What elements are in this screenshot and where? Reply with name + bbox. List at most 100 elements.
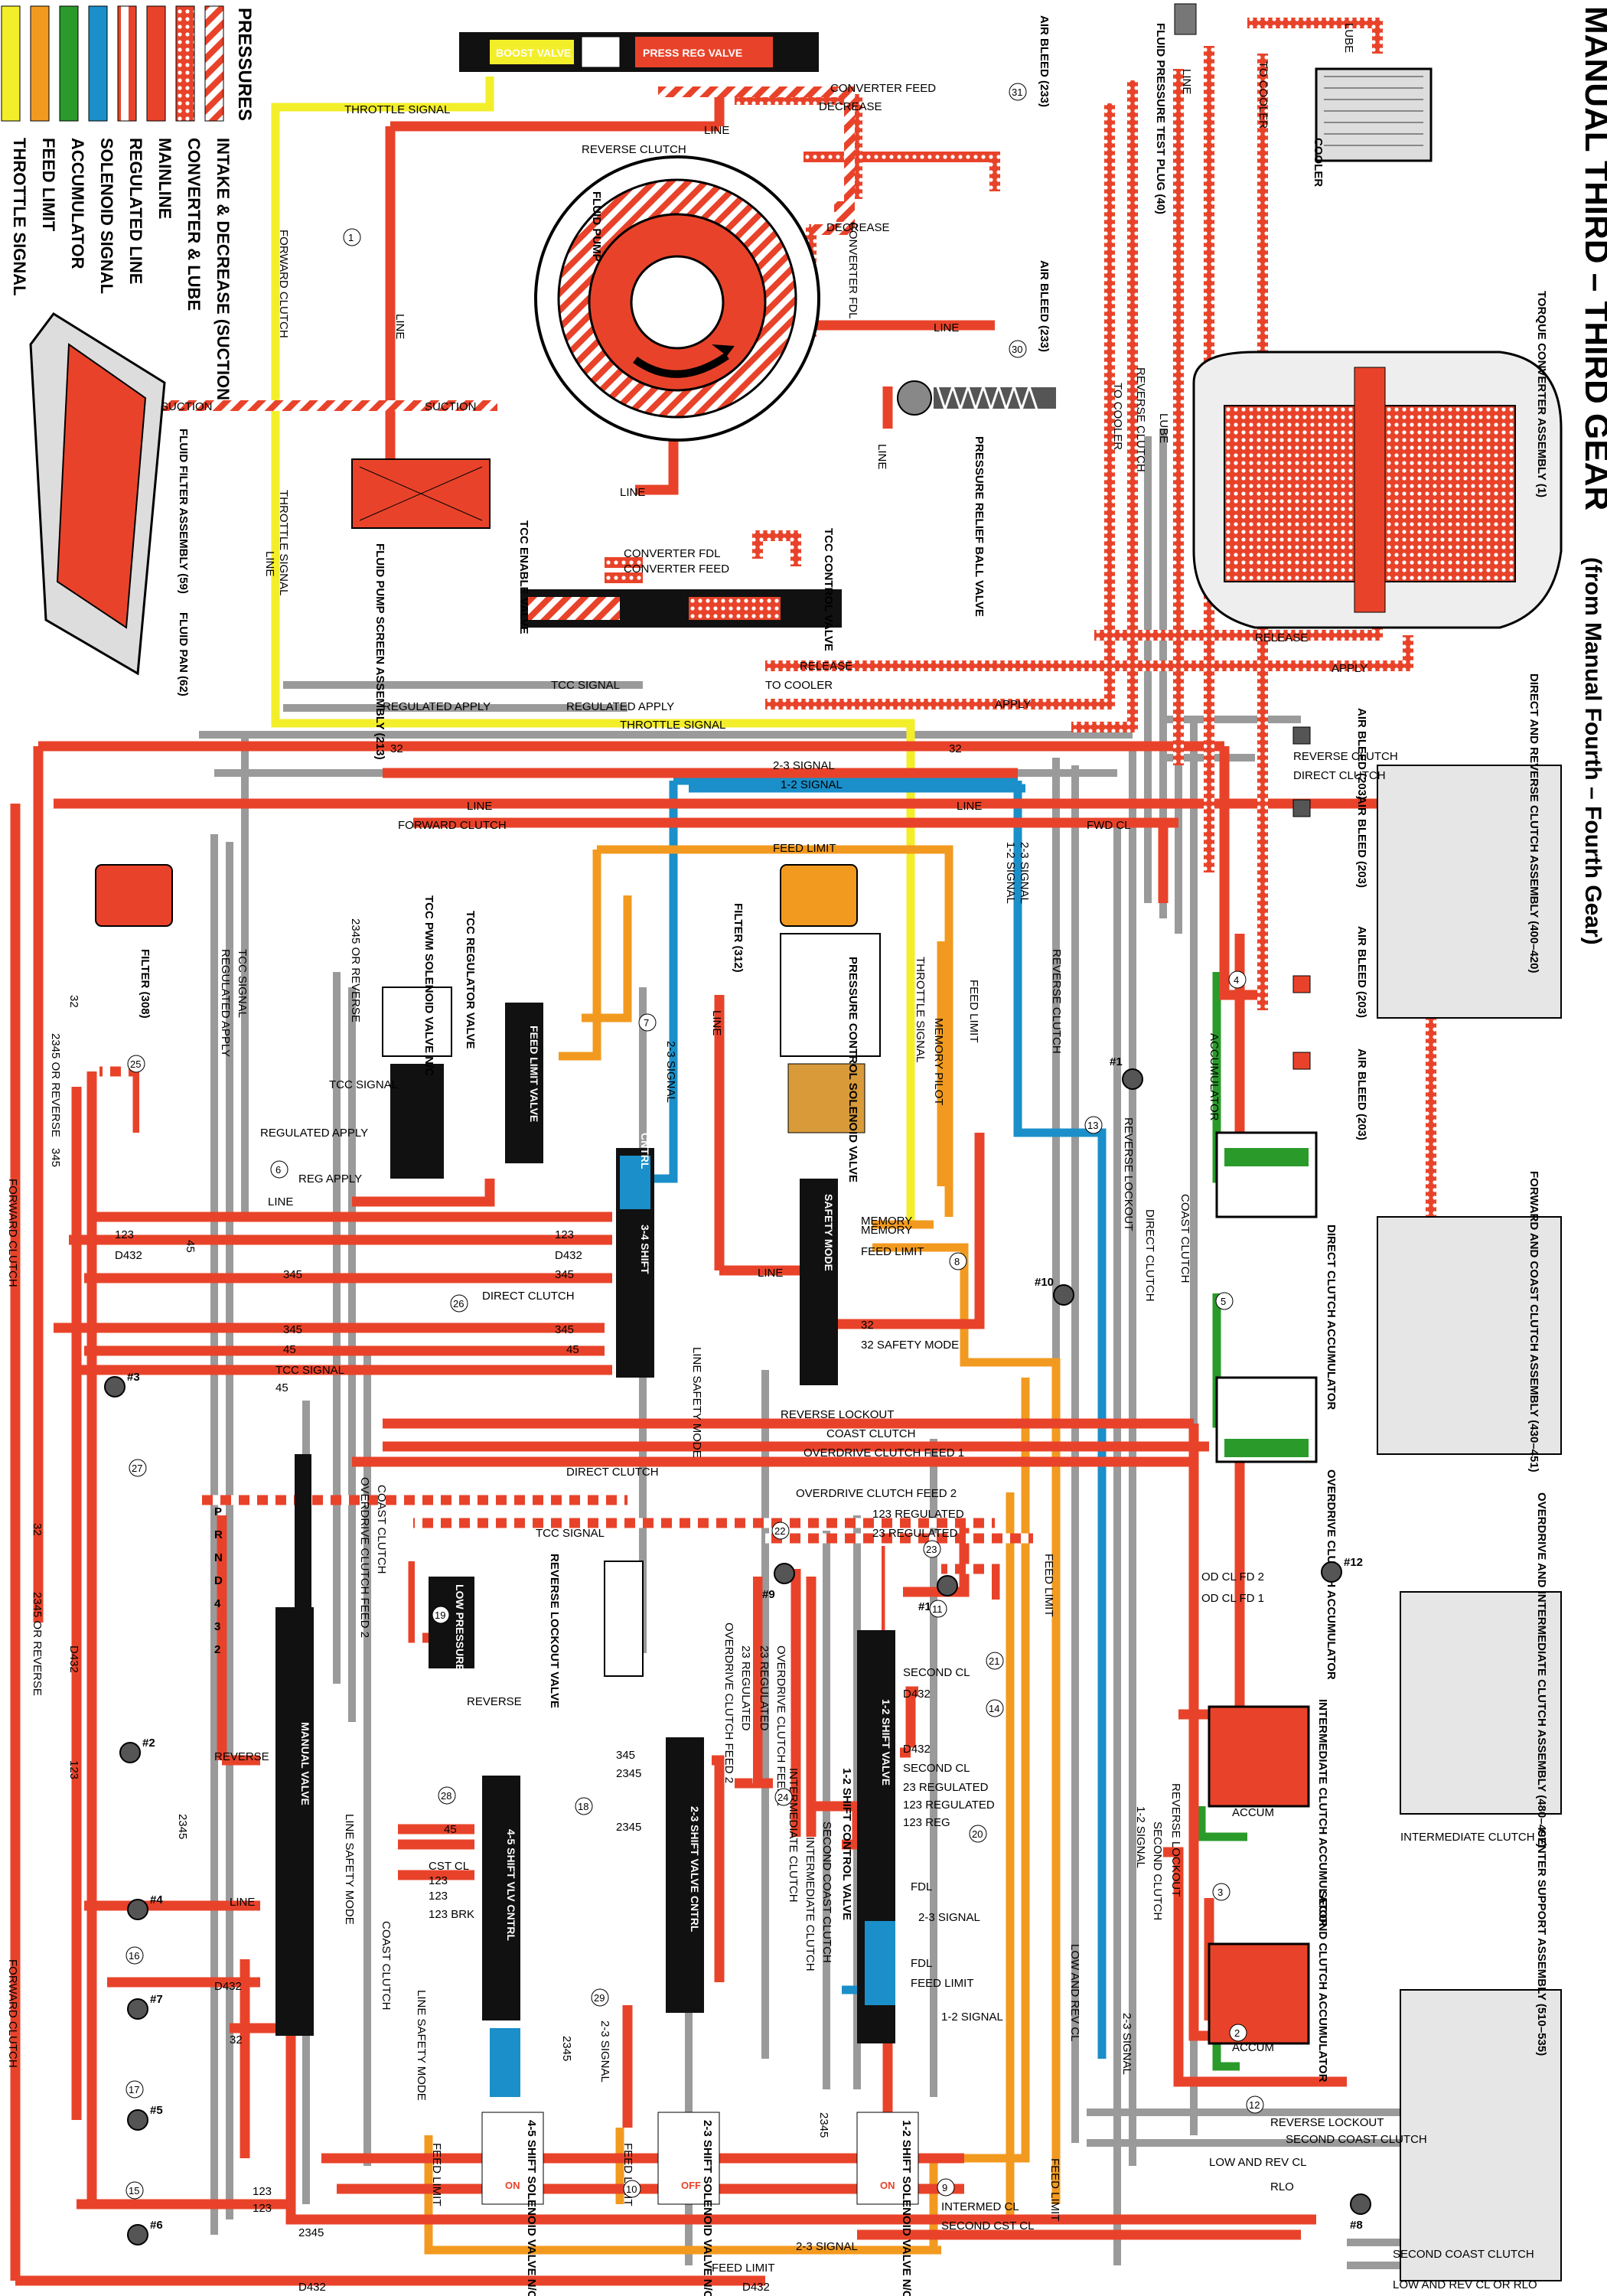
svg-text:LOW AND REV CL OR RLO: LOW AND REV CL OR RLO <box>1393 2278 1537 2291</box>
shift-valve-12: 1-2 SHIFT VALVE 1-2 SHIFT CONTROL VALVE … <box>840 1630 919 2296</box>
svg-text:4-5 SHIFT SOLENOID VALVE N/C: 4-5 SHIFT SOLENOID VALVE N/C <box>525 2120 538 2296</box>
check-ball: #3 <box>104 1371 140 1397</box>
feed-limit-passages <box>424 845 1061 2255</box>
orifice: 22 <box>771 1521 790 1540</box>
svg-text:CENTER SUPPORT ASSEMBLY (510–5: CENTER SUPPORT ASSEMBLY (510–535) <box>1535 1829 1548 2056</box>
svg-text:REGULATED APPLY: REGULATED APPLY <box>566 700 674 713</box>
svg-text:22: 22 <box>774 1525 785 1537</box>
svg-text:CONVERTER FEED: CONVERTER FEED <box>624 563 729 576</box>
orifice: 27 <box>129 1459 147 1477</box>
svg-text:TCC PWM SOLENOID VALVE N/C: TCC PWM SOLENOID VALVE N/C <box>422 895 435 1076</box>
svg-text:THROTTLE SIGNAL: THROTTLE SIGNAL <box>620 719 725 732</box>
svg-text:2345: 2345 <box>560 2036 573 2061</box>
svg-text:FDL: FDL <box>911 1880 932 1893</box>
svg-text:345: 345 <box>555 1268 574 1281</box>
svg-text:FEED LIMIT: FEED LIMIT <box>712 2262 775 2275</box>
svg-text:7: 7 <box>644 1017 649 1029</box>
svg-text:TCC SIGNAL: TCC SIGNAL <box>275 1364 344 1377</box>
svg-text:TCC REGULATOR VALVE: TCC REGULATOR VALVE <box>464 911 477 1049</box>
svg-text:OVERDRIVE CLUTCH FEED 2: OVERDRIVE CLUTCH FEED 2 <box>774 1645 787 1806</box>
legend-label-solenoid: SOLENOID SIGNAL <box>97 138 116 294</box>
svg-text:25: 25 <box>130 1058 141 1070</box>
svg-text:SECOND CL: SECOND CL <box>903 1762 970 1775</box>
svg-text:6: 6 <box>275 1164 281 1176</box>
legend-swatch-regulated <box>117 5 137 122</box>
svg-text:FWD CL: FWD CL <box>1087 819 1131 832</box>
svg-text:REG APPLY: REG APPLY <box>298 1172 362 1186</box>
svg-text:8: 8 <box>954 1256 960 1267</box>
legend: PRESSURES INTAKE & DECREASE (SUCTION) CO… <box>1 5 255 406</box>
svg-text:123 REGULATED: 123 REGULATED <box>872 1508 964 1521</box>
svg-text:45: 45 <box>283 1343 296 1356</box>
shift-valve-23: 2-3 SHIFT VALVE CNTRL 2-3 SHIFT SOLENOID… <box>657 1737 720 2296</box>
orifice: 30 <box>1009 340 1027 358</box>
svg-text:45: 45 <box>184 1240 197 1253</box>
svg-text:FEED LIMIT: FEED LIMIT <box>773 842 836 855</box>
svg-text:#3: #3 <box>127 1371 140 1384</box>
svg-text:APPLY: APPLY <box>1332 662 1367 675</box>
svg-text:LINE SAFETY MODE: LINE SAFETY MODE <box>343 1814 356 1925</box>
svg-text:REVERSE LOCKOUT: REVERSE LOCKOUT <box>781 1408 894 1421</box>
svg-text:4: 4 <box>214 1597 221 1610</box>
svg-text:2345 OR REVERSE: 2345 OR REVERSE <box>31 1592 44 1696</box>
svg-text:COAST CLUTCH: COAST CLUTCH <box>826 1427 915 1440</box>
svg-text:D: D <box>214 1574 223 1587</box>
svg-text:ON: ON <box>880 2180 895 2191</box>
tcc-regulator-valve: TCC REGULATOR VALVE TCC PWM SOLENOID VAL… <box>382 895 477 1179</box>
svg-text:LINE: LINE <box>268 1195 293 1208</box>
svg-text:CONVERTER FDL: CONVERTER FDL <box>846 222 859 318</box>
svg-text:THROTTLE SIGNAL: THROTTLE SIGNAL <box>914 957 927 1062</box>
svg-text:123: 123 <box>429 1890 448 1903</box>
orifice: 13 <box>1084 1116 1103 1134</box>
svg-text:32: 32 <box>230 2033 243 2047</box>
svg-text:#7: #7 <box>150 1993 163 2006</box>
page-subtitle: (from Manual Fourth – Fourth Gear) <box>1580 557 1605 945</box>
svg-text:ON: ON <box>505 2180 520 2191</box>
svg-text:345: 345 <box>49 1148 62 1167</box>
intake-passages <box>130 86 855 411</box>
legend-swatch-solenoid <box>88 5 108 122</box>
svg-text:17: 17 <box>129 2084 139 2095</box>
svg-text:11: 11 <box>932 1603 943 1615</box>
svg-text:123: 123 <box>115 1228 134 1241</box>
check-ball: #10 <box>1035 1276 1074 1306</box>
orifice: 5 <box>1215 1292 1234 1310</box>
svg-text:LINE: LINE <box>467 800 492 813</box>
check-ball: #5 <box>127 2104 163 2131</box>
svg-text:13: 13 <box>1087 1120 1098 1131</box>
orifice: 17 <box>125 2080 144 2099</box>
svg-text:1-2 SIGNAL: 1-2 SIGNAL <box>1134 1806 1147 1868</box>
svg-text:27: 27 <box>132 1463 142 1474</box>
check-ball: #7 <box>127 1993 163 2020</box>
svg-text:REVERSE LOCKOUT VALVE: REVERSE LOCKOUT VALVE <box>548 1554 561 1708</box>
svg-text:N: N <box>214 1551 223 1564</box>
svg-text:2345: 2345 <box>176 1814 189 1839</box>
svg-text:1-2 SHIFT SOLENOID VALVE N/C: 1-2 SHIFT SOLENOID VALVE N/C <box>900 2120 913 2296</box>
svg-text:DIRECT CLUTCH: DIRECT CLUTCH <box>1293 769 1386 782</box>
svg-text:24: 24 <box>777 1792 788 1803</box>
svg-text:RELEASE: RELEASE <box>1255 631 1308 644</box>
legend-swatch-throttle <box>1 5 21 122</box>
svg-text:123: 123 <box>555 1228 574 1241</box>
svg-text:123 BRK: 123 BRK <box>429 1908 474 1921</box>
svg-text:2-3 SIGNAL: 2-3 SIGNAL <box>1120 2013 1133 2075</box>
svg-text:TO COOLER: TO COOLER <box>1111 383 1124 450</box>
svg-text:3: 3 <box>214 1620 220 1633</box>
svg-text:AIR BLEED (203): AIR BLEED (203) <box>1355 1049 1368 1140</box>
filter-308: FILTER (308) <box>95 864 173 1019</box>
svg-text:14: 14 <box>989 1703 999 1714</box>
feed-limit-valve: FEED LIMIT VALVE <box>505 1003 543 1163</box>
svg-text:INTERMEDIATE CLUTCH: INTERMEDIATE CLUTCH <box>804 1837 817 1971</box>
orifice: 25 <box>127 1055 145 1073</box>
svg-text:MEMORY: MEMORY <box>861 1224 912 1237</box>
svg-text:LINE: LINE <box>710 1010 723 1035</box>
svg-text:REGULATED APPLY: REGULATED APPLY <box>383 700 491 713</box>
svg-text:OVERDRIVE AND INTERMEDIATE CLU: OVERDRIVE AND INTERMEDIATE CLUTCH ASSEMB… <box>1535 1492 1548 1848</box>
svg-text:1: 1 <box>348 232 354 243</box>
legend-label-regulated: REGULATED LINE <box>126 138 145 284</box>
svg-text:345: 345 <box>616 1749 635 1762</box>
svg-text:OVERDRIVE CLUTCH FEED 2: OVERDRIVE CLUTCH FEED 2 <box>796 1487 957 1500</box>
orifice: 19 <box>432 1606 450 1624</box>
svg-text:LINE SAFETY MODE: LINE SAFETY MODE <box>690 1347 703 1458</box>
svg-text:D432: D432 <box>298 2281 326 2294</box>
